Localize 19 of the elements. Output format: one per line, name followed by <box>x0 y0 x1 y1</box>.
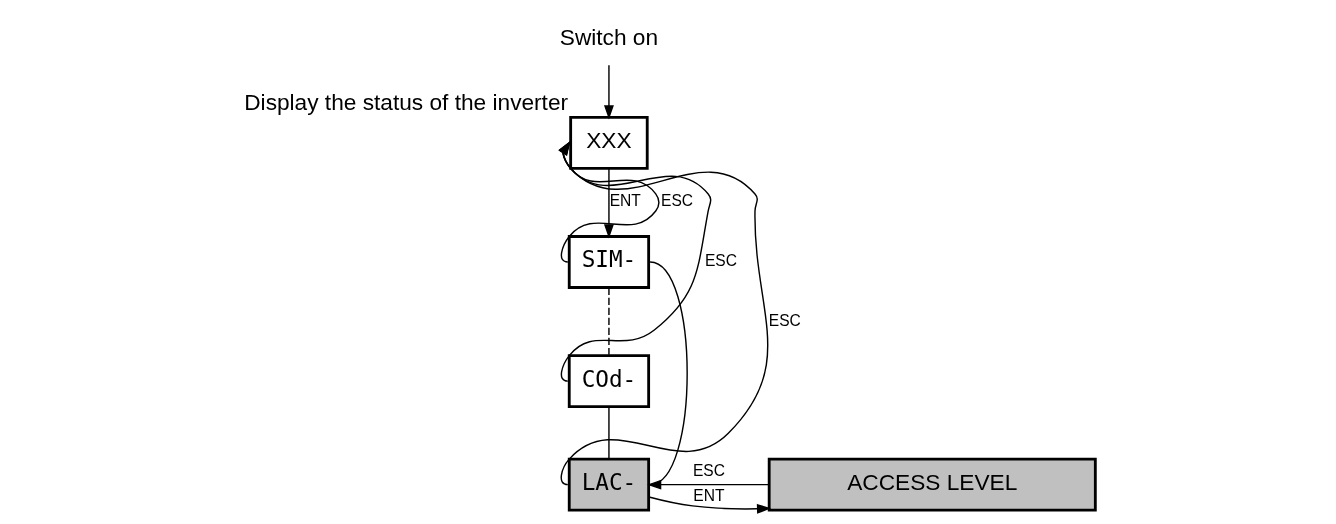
node-box: XXX <box>568 115 649 170</box>
node-box: SIM- <box>567 235 650 289</box>
arrow <box>603 168 614 239</box>
node-box: LAC- <box>567 457 650 512</box>
arrow <box>647 496 771 514</box>
node-label: Display the status of the inverter <box>243 88 568 115</box>
node-box: COd- <box>567 354 650 409</box>
edge-label: ESC <box>768 311 801 329</box>
node-box: ACCESS LEVEL <box>767 457 1097 512</box>
node-text: Switch on <box>559 23 658 50</box>
arrow <box>603 64 614 120</box>
edge-label: ESC <box>704 251 737 269</box>
arrow <box>646 479 770 490</box>
connector <box>607 406 610 460</box>
edge-label: ESC <box>692 461 725 479</box>
connector <box>607 287 610 357</box>
edge-label: ESC <box>660 192 693 210</box>
edge-label: ENT <box>692 487 724 505</box>
edge-label: ENT <box>609 192 641 210</box>
